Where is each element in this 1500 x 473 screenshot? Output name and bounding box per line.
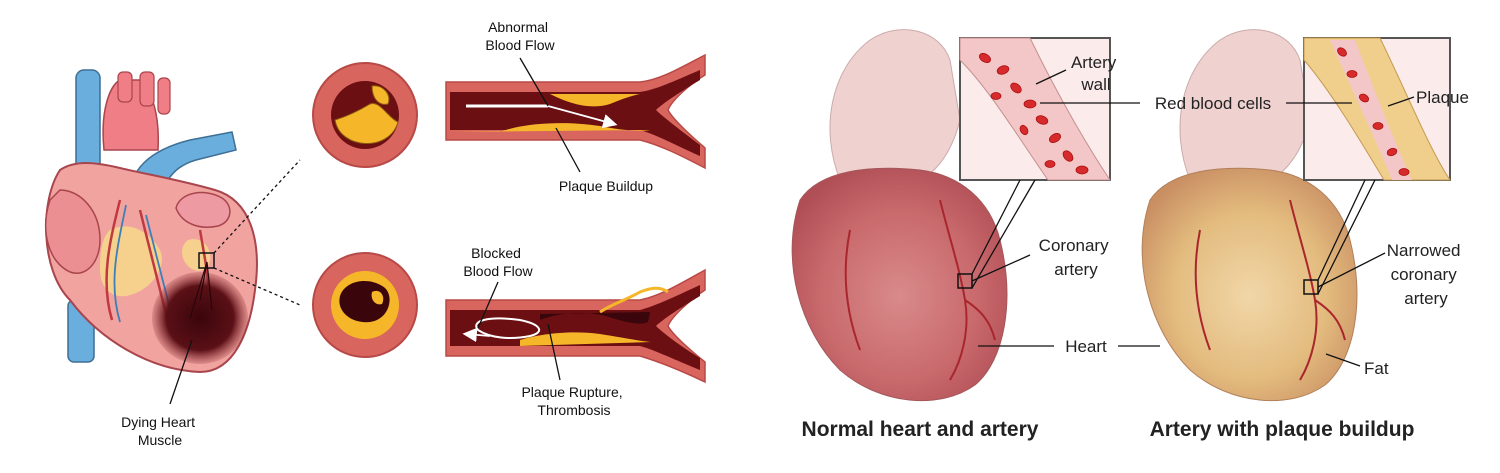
normal-heart-vessels — [829, 29, 961, 191]
plaque-heart — [1141, 29, 1358, 402]
artery-blocked — [445, 268, 706, 384]
normal-inset-connector-2 — [971, 179, 1036, 289]
label-heart: Heart — [1065, 337, 1107, 356]
left-panel: Abnormal Blood Flow Plaque Buildup Block… — [45, 19, 706, 448]
normal-heart-fade — [790, 330, 900, 430]
label-plaque-rupture: Plaque Rupture, Thrombosis — [521, 384, 626, 418]
pointer-plaque — [1387, 96, 1415, 107]
cross-section-blocked — [312, 252, 418, 358]
pointer-blocked-flow — [477, 281, 499, 329]
aorta-branch-3 — [157, 77, 171, 115]
right-atrium — [45, 189, 101, 274]
pointer-plaque-rupture — [547, 323, 561, 381]
label-blocked-flow: Blocked Blood Flow — [463, 245, 533, 279]
dying-heart-muscle-region — [152, 272, 248, 364]
pointer-artery-wall — [1035, 69, 1067, 85]
heart-illustration — [45, 69, 258, 374]
pointer-plaque-buildup — [555, 127, 581, 173]
label-fat: Fat — [1364, 359, 1389, 378]
cross-section-partial — [312, 62, 418, 168]
label-abnormal-flow: Abnormal Blood Flow — [485, 19, 555, 53]
label-narrowed-coronary-artery: Narrowed coronary artery — [1387, 241, 1465, 308]
plaque-artery-inset — [1303, 37, 1451, 295]
zoom-line-bottom — [213, 267, 301, 306]
aorta-branch-1 — [117, 71, 133, 103]
normal-inset-connector-1 — [971, 179, 1021, 275]
zoom-box — [198, 252, 215, 269]
artery-partial-blockage — [445, 53, 706, 173]
plaque-inset-connector-1 — [1317, 179, 1366, 281]
label-coronary-artery: Coronary artery — [1039, 236, 1114, 279]
caption-plaque: Artery with plaque buildup — [1150, 418, 1415, 441]
fat-deposits — [100, 226, 162, 297]
plaque-heart-vessels — [1179, 29, 1311, 191]
left-atrium — [175, 191, 231, 228]
label-plaque: Plaque — [1416, 88, 1469, 107]
normal-artery-inset — [959, 37, 1111, 289]
normal-heart — [790, 29, 1008, 430]
pointer-fat — [1325, 353, 1361, 367]
label-dying-muscle: Dying Heart Muscle — [121, 414, 199, 448]
plaque-heart-body — [1141, 167, 1358, 402]
aorta-branch-2 — [139, 71, 155, 107]
pointer-dying-muscle — [169, 339, 193, 405]
normal-heart-body — [791, 167, 1008, 402]
pointer-coronary-artery — [971, 254, 1031, 282]
caption-normal: Normal heart and artery — [802, 418, 1039, 441]
label-artery-wall: Artery wall — [1071, 53, 1121, 94]
plaque-coronary-artery — [1194, 199, 1346, 381]
label-red-blood-cells: Red blood cells — [1155, 94, 1271, 113]
pointer-narrowed-artery — [1317, 252, 1386, 288]
pointer-abnormal-flow — [519, 57, 549, 107]
label-plaque-buildup: Plaque Buildup — [559, 178, 653, 194]
right-panel: Artery wall Red blood cells Plaque Coron… — [790, 29, 1469, 441]
normal-coronary-artery — [844, 199, 996, 381]
plaque-inset-connector-2 — [1317, 179, 1376, 295]
